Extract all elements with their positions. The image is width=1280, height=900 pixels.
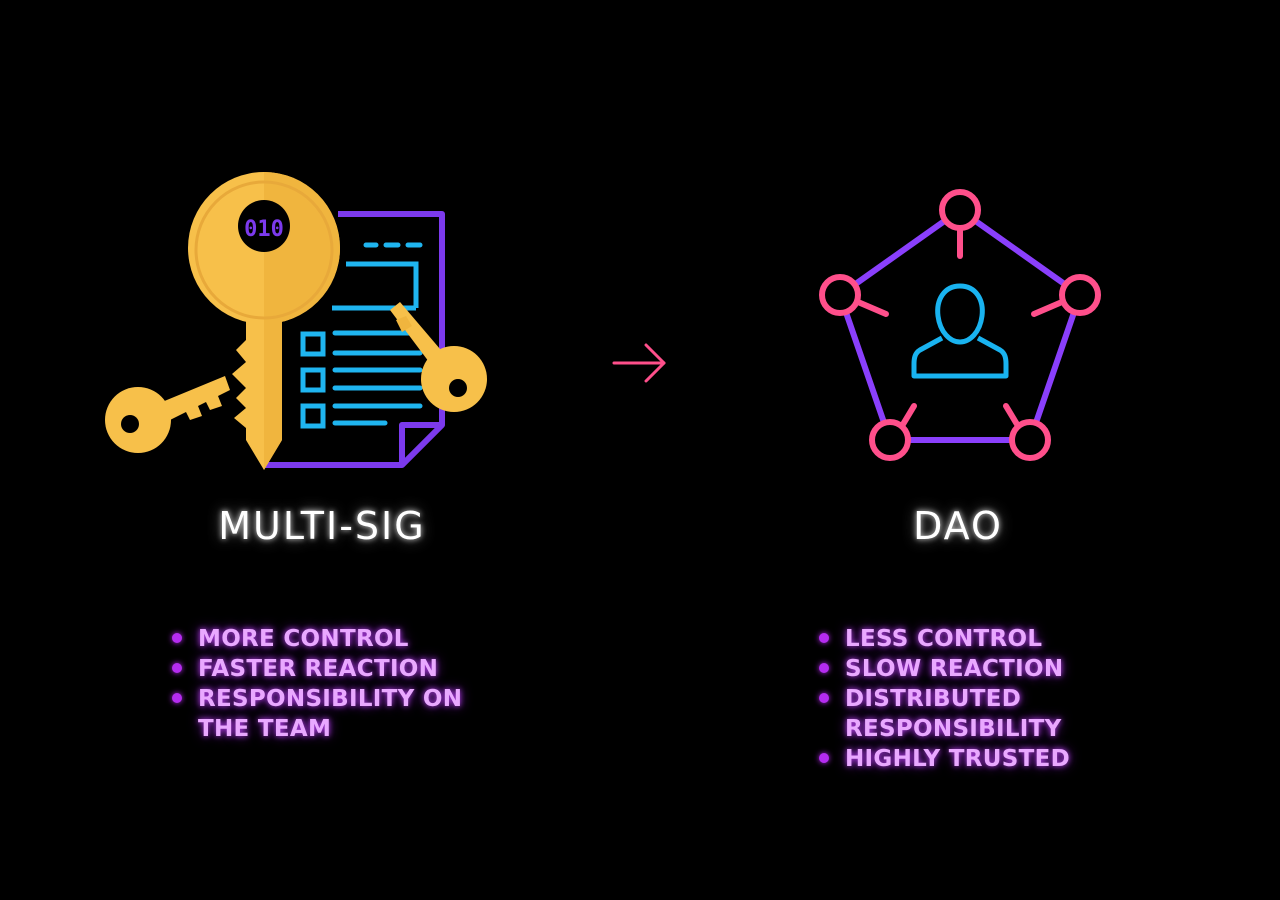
keys-document-icon: 010 [105, 172, 487, 470]
multisig-bullet-list: MORE CONTROL FASTER REACTION RESPONSIBIL… [170, 624, 510, 744]
list-item: SLOW REACTION [817, 654, 1077, 684]
list-item: DISTRIBUTED RESPONSIBILITY [817, 684, 1077, 744]
multisig-title: MULTI-SIG [218, 504, 426, 548]
list-item: LESS CONTROL [817, 624, 1077, 654]
list-item: FASTER REACTION [170, 654, 510, 684]
dao-bullet-list: LESS CONTROL SLOW REACTION DISTRIBUTED R… [817, 624, 1077, 774]
dao-title: DAO [913, 504, 1003, 548]
list-item: HIGHLY TRUSTED [817, 744, 1077, 774]
list-item: MORE CONTROL [170, 624, 510, 654]
dao-network-icon [819, 189, 1101, 461]
user-icon [911, 283, 1009, 379]
list-item: RESPONSIBILITY ON THE TEAM [170, 684, 510, 744]
arrow-right-icon [612, 343, 666, 383]
binary-text: 010 [244, 217, 284, 242]
